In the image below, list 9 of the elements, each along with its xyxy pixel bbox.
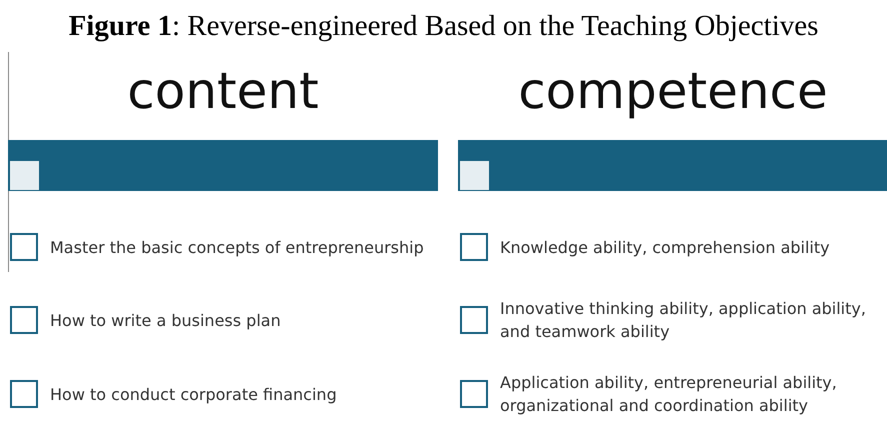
- figure-title: Figure 1: Reverse-engineered Based on the Teaching Objectives: [68, 10, 820, 43]
- objective-text: Application ability, entrepreneurial ability, organizational and coordination ability: [500, 372, 838, 417]
- objective-text: How to conduct corporate financing: [50, 384, 338, 406]
- objective-text: Innovative thinking ability, application ability, and teamwork ability: [500, 298, 867, 343]
- objective-text: Knowledge ability, comprehension ability: [500, 236, 831, 258]
- objective-text: Master the basic concepts of entrepreneurship: [50, 236, 425, 258]
- objective-text: How to write a business plan: [50, 310, 282, 332]
- column-heading: competence: [517, 62, 829, 120]
- column-heading: content: [126, 62, 320, 120]
